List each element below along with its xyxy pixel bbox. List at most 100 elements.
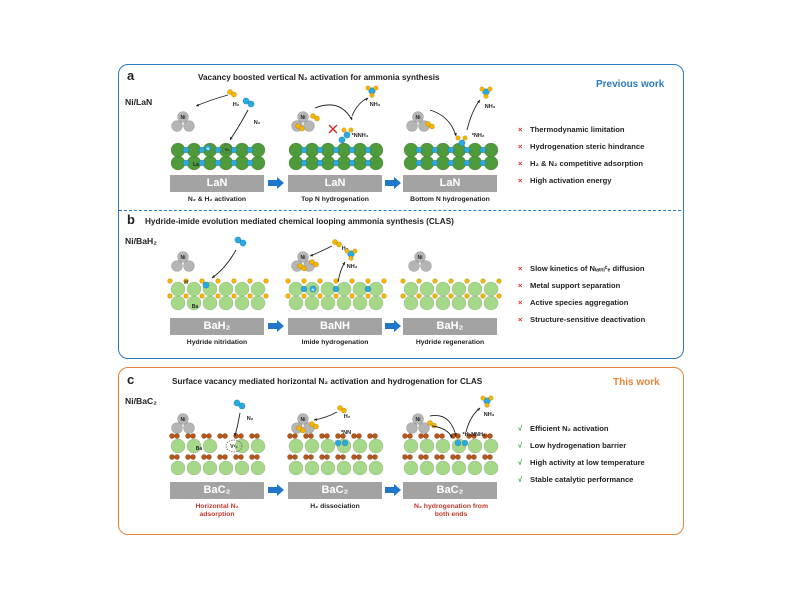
nitrogen-atom [338,136,346,144]
bullet-check-icon: √ [518,475,523,484]
nitrogen-atom [316,159,324,167]
hydrogen-atom [309,421,315,427]
panel-a-caption-3: Bottom N hydrogenation [410,196,490,203]
hydrogen-atom [487,86,493,92]
panel-a-letter: a [127,68,135,83]
barium-atom [483,295,499,311]
nitrogen-atom [348,159,356,167]
panel-c-bullet-4: √Stable catalytic performance [518,475,633,484]
nickel-atom [183,422,195,434]
process-arrow-icon [385,484,401,496]
panel-c-bullet-2-text: Low hydrogenation barrier [530,441,627,450]
carbon-atom [287,454,293,460]
panel-b-letter: b [127,212,135,227]
panel-b-bullet-4: ×Structure-sensitive deactivation [518,315,645,324]
barium-atom [250,460,266,476]
barium-atom [451,460,467,476]
arrowhead-icon [476,408,480,412]
panel-b-bullet-2-text: Metal support separation [530,281,621,290]
hydrogen-atom [381,278,387,284]
barium-atom [202,438,218,454]
carbon-atom [418,433,424,439]
reaction-arrow [309,245,333,257]
carbon-atom [324,454,330,460]
carbon-atom [174,433,180,439]
nitrogen-atom [447,159,455,167]
hydrogen-atom [464,278,470,284]
panel-b-bullet-3-text: Active species aggregation [530,298,629,307]
panel-c-bullet-3-text: High activity at low temperature [530,458,645,467]
panel-divider [119,210,681,211]
carbon-atom [466,454,472,460]
panel-c-catalyst: Ni/BaC₂ [125,396,157,406]
barium-atom [186,460,202,476]
carbon-atom [455,433,461,439]
hydrogen-atom [215,278,221,284]
nitrogen-atom [447,146,455,154]
carbon-atom [319,433,325,439]
hydrogen-atom [247,278,253,284]
carbon-atom [254,433,260,439]
nitrogen-atom [300,159,308,167]
nitrogen-atom [247,100,255,108]
panel-c-tag: This work [613,377,660,388]
nitrogen-atom [246,159,254,167]
lanthanum-label: La [193,162,199,168]
nickel-label: Ni [181,115,187,121]
nickel-atom [183,260,195,272]
carbon-atom [434,433,440,439]
nitrogen-atom [242,97,250,105]
nh3-label: NH₃ [484,412,495,418]
carbon-atom [324,433,330,439]
nh3-label: NH₃ [485,104,496,110]
arrowhead-icon [212,275,216,278]
bullet-cross-icon: × [518,159,523,168]
hydrogen-atom [337,405,343,411]
barium-atom [435,295,451,311]
hydrogen-atom [332,239,338,245]
barium-atom [352,438,368,454]
carbon-atom [367,454,373,460]
reaction-arrow [466,99,481,131]
vacancy-label: Vᶜ₂ [230,444,237,450]
nitrogen-atom [300,146,308,154]
hydrogen-atom [480,395,486,401]
hydrogen-atom [348,255,354,261]
nitrogen-atom [233,399,241,407]
barium-atom [368,438,384,454]
panel-a-bullet-3-text: H₂ & N₂ competitive adsorption [530,159,644,168]
process-arrow-icon [268,484,284,496]
hydrogen-atom [352,248,358,254]
carbon-atom [407,433,413,439]
hydrogen-atom [381,293,387,299]
hydrogen-atom [400,278,406,284]
panel-a-substrate-2: LaN [288,175,382,192]
nitrogen-atom [182,159,190,167]
carbon-atom [249,454,255,460]
hydrogen-atom [455,135,461,141]
nitrogen-atom [479,159,487,167]
nitrogen-atom [300,285,308,293]
barium-atom [288,295,304,311]
arrowhead-icon [342,262,345,266]
carbon-atom [206,454,212,460]
carbon-atom [185,454,191,460]
barium-atom [403,438,419,454]
carbon-atom [487,454,493,460]
nitrogen-atom [239,239,247,247]
nickel-atom [303,120,315,132]
carbon-atom [434,454,440,460]
nn-label: *NN [341,430,351,436]
nickel-atom [408,260,420,272]
panel-a-substrate-3: LaN [403,175,497,192]
hydrogen-atom [247,293,253,299]
panel-a-bullet-3: × H₂ & N₂ competitive adsorption [518,159,643,168]
hydrogen-atom [448,293,454,299]
carbon-atom [356,454,362,460]
hydrogen-atom [373,85,379,91]
hydrogen-atom [432,293,438,299]
hydrogen-atom [317,278,323,284]
nitrogen-atom [182,146,190,154]
reaction-arrow [313,411,338,421]
barium-atom [435,460,451,476]
